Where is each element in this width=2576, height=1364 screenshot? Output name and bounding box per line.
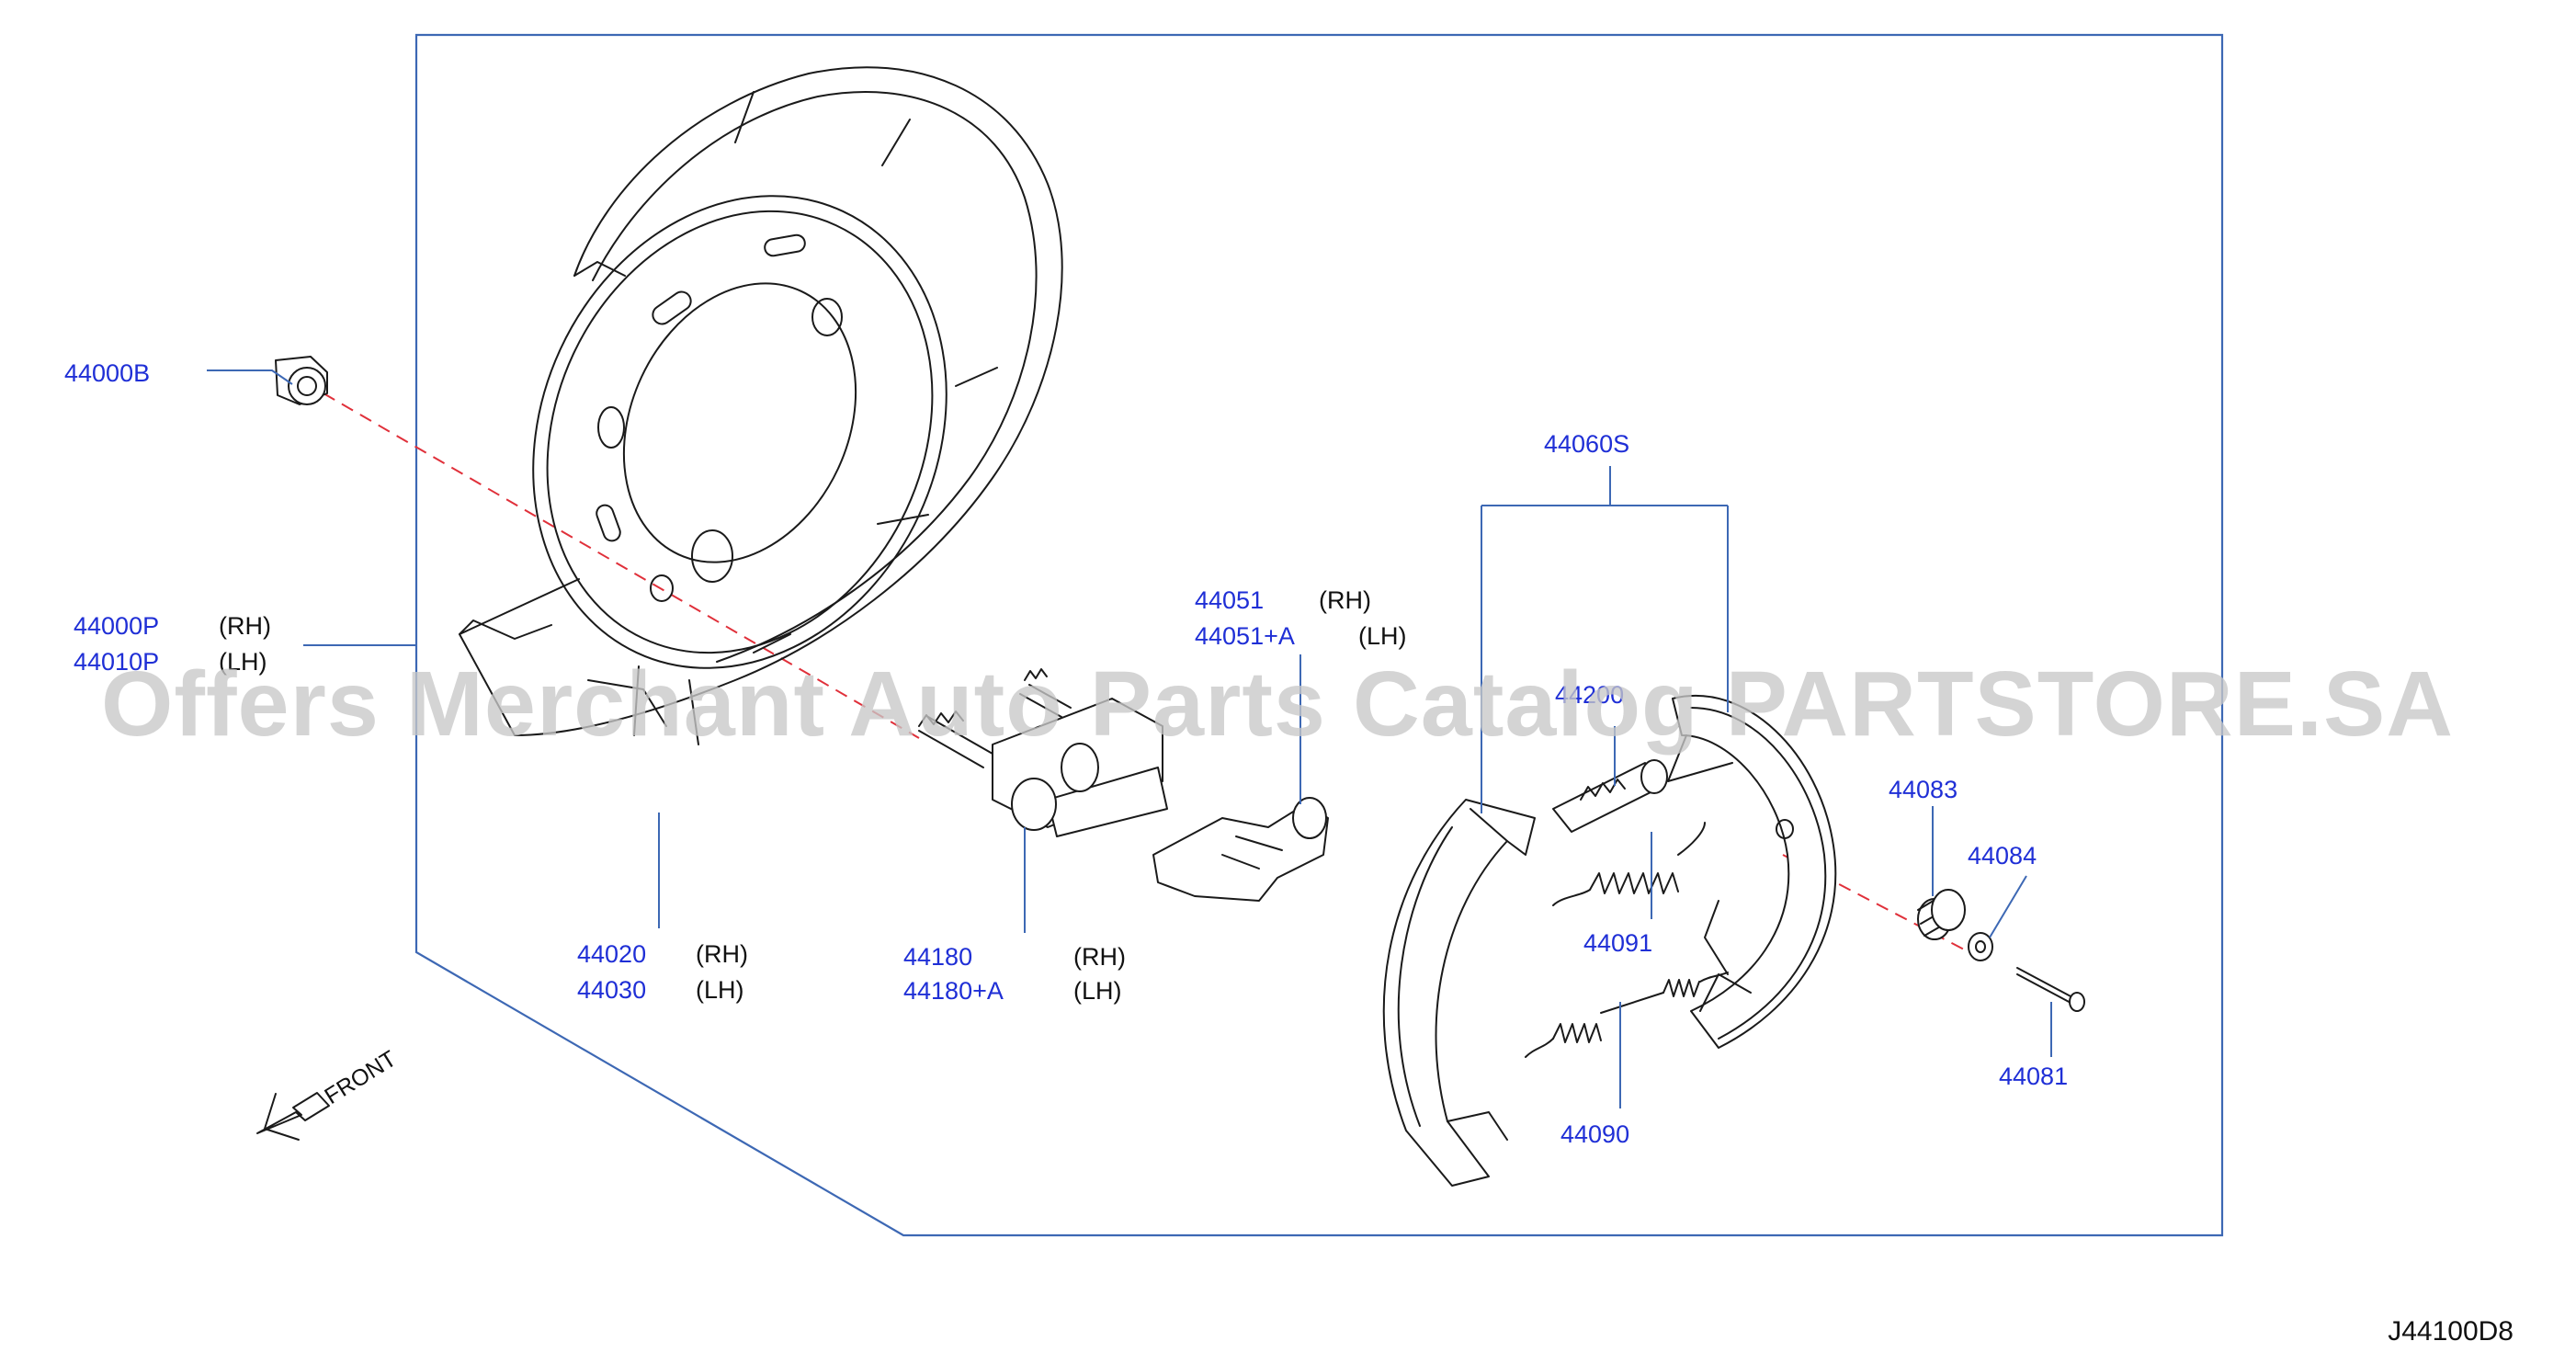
part-label-44030[interactable]: 44030 [577,976,646,1004]
part-label-44000B[interactable]: 44000B [64,359,150,387]
side-label-44051: (RH) [1319,586,1371,614]
front-indicator: FRONT [256,1046,401,1141]
pin-part[interactable] [2016,967,2085,1012]
part-label-44081[interactable]: 44081 [1999,1063,2068,1090]
part-label-44060S[interactable]: 44060S [1544,430,1629,458]
part-label-44090[interactable]: 44090 [1560,1120,1629,1148]
side-label-44010P: (LH) [219,648,267,676]
lever-assembly-part[interactable] [918,668,1168,837]
spring-cup-part[interactable] [1917,889,1966,940]
axis-line-pin [1782,854,1986,961]
part-label-44010P[interactable]: 44010P [74,648,159,676]
brake-shoe-set-part[interactable] [1382,694,1837,1187]
nut-part[interactable] [275,356,328,405]
axis-line-plate [323,392,920,739]
side-label-44000P: (RH) [219,612,271,640]
side-label-44020: (RH) [696,940,748,968]
retainer-part[interactable] [1968,932,1993,961]
front-arrow-icon [256,1092,330,1134]
leader-44060S [1481,466,1729,813]
part-label-44200[interactable]: 44200 [1555,681,1624,709]
diagram-reference-code: J44100D8 [2388,1316,2514,1347]
side-label-44180: (RH) [1073,943,1126,971]
part-label-44180[interactable]: 44180 [903,943,972,971]
backing-plate-part[interactable] [458,66,1063,745]
side-label-44051A: (LH) [1358,622,1407,650]
leader-44084 [1989,875,2027,938]
part-label-44083[interactable]: 44083 [1889,776,1958,803]
watermark: Offers Merchant Auto Parts Catalog PARTS… [101,653,2454,756]
part-label-44091[interactable]: 44091 [1583,929,1652,957]
side-label-44030: (LH) [696,976,744,1004]
lower-spring-part[interactable] [1525,972,1729,1058]
assembly-frame [414,33,2224,1237]
adjuster-lever-part[interactable] [1152,797,1329,902]
part-label-44020[interactable]: 44020 [577,940,646,968]
part-label-44051[interactable]: 44051 [1195,586,1264,614]
leader-44000B [207,369,293,385]
part-label-44180A[interactable]: 44180+A [903,977,1004,1005]
upper-spring-part[interactable] [1552,822,1706,906]
adjuster-part[interactable] [1552,759,1668,833]
part-label-44084[interactable]: 44084 [1968,842,2037,870]
front-label: FRONT [320,1046,401,1109]
side-label-44180A: (LH) [1073,977,1122,1005]
part-label-44051A[interactable]: 44051+A [1195,622,1295,650]
part-label-44000P[interactable]: 44000P [74,612,159,640]
